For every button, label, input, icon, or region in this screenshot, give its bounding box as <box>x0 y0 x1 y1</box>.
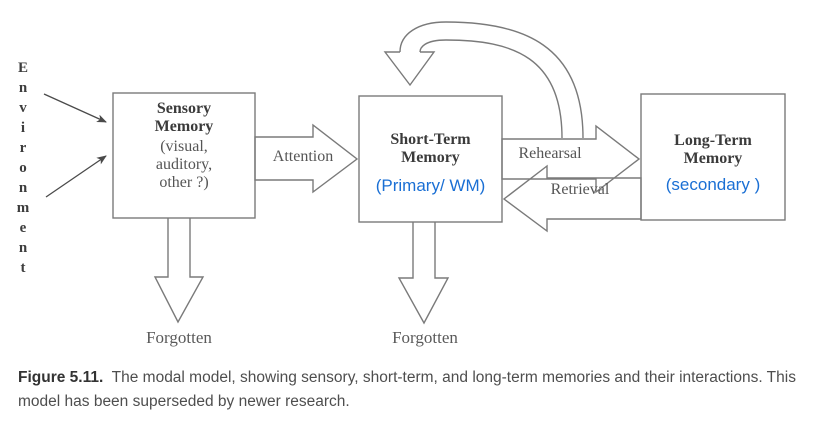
environment-label: E n v i r o n m e n t <box>10 58 36 278</box>
forgotten-label-stm: Forgotten <box>392 328 458 347</box>
figure-caption: Figure 5.11. The modal model, showing se… <box>18 366 800 414</box>
short-term-memory-title-line1: Short-Term <box>390 131 471 148</box>
environment-letter: m <box>16 200 30 216</box>
environment-letter: o <box>19 160 27 176</box>
rehearsal-loop-inner-curve <box>419 39 563 139</box>
sensory-memory-sub-line2: auditory, <box>155 156 213 173</box>
rehearsal-loop-arrowhead <box>383 51 436 87</box>
environment-letter: n <box>18 180 28 196</box>
attention-label: Attention <box>272 148 334 165</box>
retrieval-block-arrow <box>502 164 642 233</box>
long-term-memory-box: Long-Term Memory (secondary ) <box>641 132 785 220</box>
sensory-memory-sub-line1: (visual, <box>160 138 208 155</box>
environment-letter: t <box>20 260 26 276</box>
forgotten-label-sensory: Forgotten <box>146 328 212 347</box>
environment-letter: E <box>17 60 28 76</box>
environment-arrow-lower <box>45 155 107 198</box>
retrieval-label: Retrieval <box>550 181 610 198</box>
forgotten-arrow-from-sensory <box>153 218 205 324</box>
rehearsal-block-arrow <box>501 124 641 194</box>
sensory-memory-sub-line3: other ?) <box>159 174 209 191</box>
forgotten-arrow-from-stm <box>397 222 450 325</box>
long-term-memory-title-line2: Memory <box>683 150 743 167</box>
figure-caption-spacer <box>103 369 111 386</box>
figure-caption-number: Figure 5.11. <box>18 369 104 386</box>
environment-letter: n <box>18 240 28 256</box>
long-term-memory-title-line1: Long-Term <box>674 132 752 149</box>
sensory-memory-title-line1: Sensory <box>156 100 212 117</box>
environment-letter: v <box>19 100 27 116</box>
figure-caption-text: The modal model, showing sensory, short-… <box>18 369 796 410</box>
sensory-memory-box: Sensory Memory (visual, auditory, other … <box>113 100 255 218</box>
rehearsal-label: Rehearsal <box>518 145 582 162</box>
sensory-memory-title-line2: Memory <box>154 118 214 135</box>
short-term-memory-blue-label: (Primary/ WM) <box>375 176 486 195</box>
environment-letter: r <box>19 140 27 156</box>
long-term-memory-box-outline <box>640 93 786 221</box>
rehearsal-loop-outer-curve <box>399 21 584 139</box>
short-term-memory-box: Short-Term Memory (Primary/ WM) <box>359 131 502 222</box>
environment-letter: n <box>18 80 28 96</box>
environment-letter: e <box>19 220 27 236</box>
environment-arrow-upper <box>43 93 107 123</box>
environment-letter: i <box>20 120 26 136</box>
short-term-memory-title-line2: Memory <box>401 149 460 166</box>
attention-block-arrow <box>254 123 359 194</box>
long-term-memory-blue-label: (secondary ) <box>665 175 761 194</box>
